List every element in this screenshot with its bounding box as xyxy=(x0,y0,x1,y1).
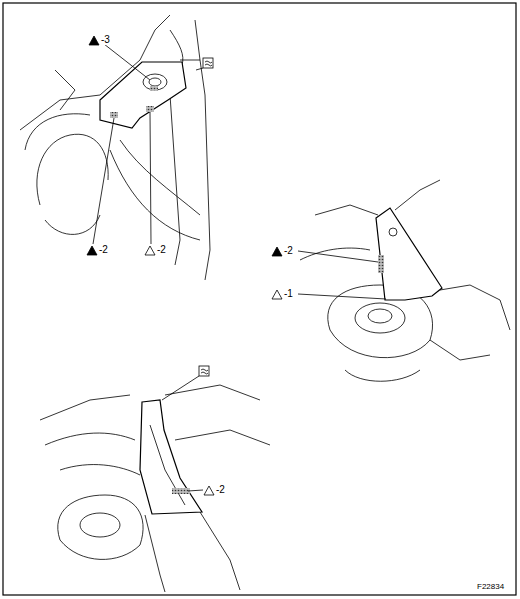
callout-number: -2 xyxy=(215,485,226,495)
callout-number: -2 xyxy=(283,246,294,256)
weld-symbol xyxy=(87,36,282,495)
upper-sketch xyxy=(20,15,210,280)
callout-number: -2 xyxy=(156,245,167,255)
middle-sketch xyxy=(300,180,510,381)
figure-code: F22834 xyxy=(476,583,505,591)
sealer-symbol xyxy=(162,58,213,400)
callout-number: -1 xyxy=(283,289,294,299)
frame xyxy=(3,3,516,595)
callout-number: -3 xyxy=(100,35,111,45)
callout-number: -2 xyxy=(98,245,109,255)
lower-sketch xyxy=(40,385,270,592)
leader-line xyxy=(93,44,386,491)
